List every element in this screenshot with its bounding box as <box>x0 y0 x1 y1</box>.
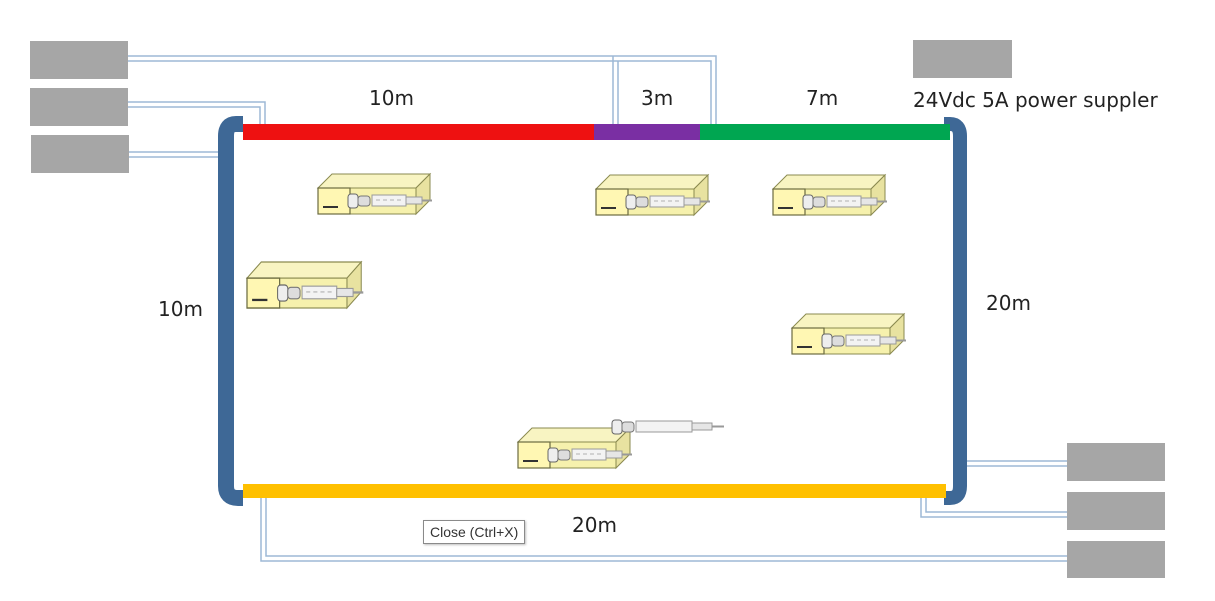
bottom-yellow-strip <box>243 484 946 498</box>
power-supply-box <box>913 40 1012 78</box>
power-supply-label: 24Vdc 5A power suppler <box>913 88 1158 112</box>
top-red-strip <box>243 124 594 140</box>
power-supply-box <box>31 135 129 173</box>
led-neon-profile-icon <box>791 313 907 355</box>
top-purple-length-label: 3m <box>641 86 674 110</box>
led-neon-profile-icon <box>245 260 365 310</box>
top-purple-strip <box>594 124 700 140</box>
power-supply-box <box>1067 443 1165 481</box>
led-neon-profile-icon <box>595 174 711 216</box>
power-supply-box <box>30 41 128 79</box>
power-supply-box <box>1067 492 1165 530</box>
power-supplies <box>30 40 1165 578</box>
led-neon-profile-icon <box>317 173 433 215</box>
right-length-label: 20m <box>986 291 1031 315</box>
right-strip <box>944 117 967 505</box>
connector-icon <box>611 419 724 435</box>
frame <box>218 116 967 506</box>
left-strip <box>218 116 243 506</box>
led-neon-profile-icon <box>772 174 888 216</box>
left-length-label: 10m <box>158 297 203 321</box>
bottom-length-label: 20m <box>572 513 617 537</box>
close-tooltip[interactable]: Close (Ctrl+X) <box>423 520 526 544</box>
top-red-length-label: 10m <box>369 86 414 110</box>
cables <box>128 55 1068 562</box>
top-green-length-label: 7m <box>806 86 839 110</box>
top-green-strip <box>700 124 950 140</box>
power-supply-box <box>1067 541 1165 578</box>
power-supply-box <box>30 88 128 126</box>
